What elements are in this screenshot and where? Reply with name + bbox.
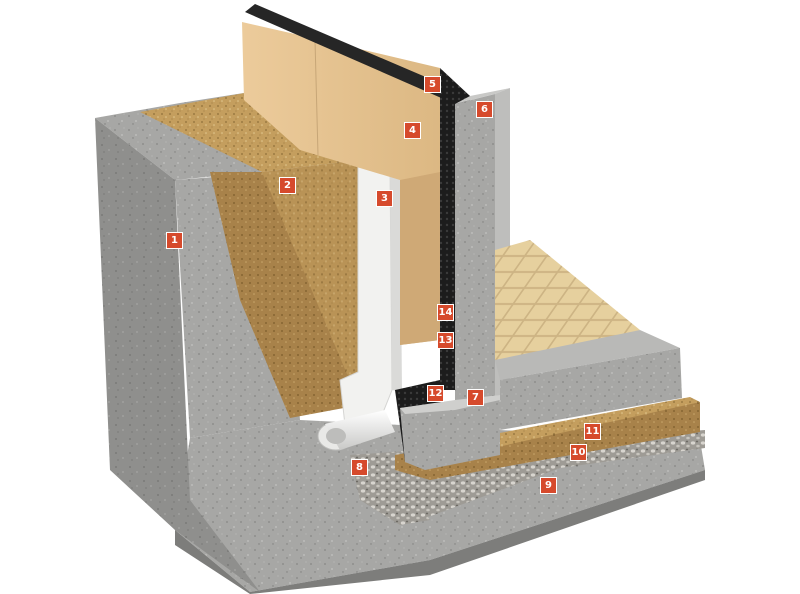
drainage-membrane-edge xyxy=(390,166,402,392)
marker-12: 12 xyxy=(427,385,444,402)
waterproof-membrane-top xyxy=(245,4,470,104)
marker-6: 6 xyxy=(476,101,493,118)
floor-slab-front xyxy=(500,348,682,430)
sand-backfill-top xyxy=(140,92,360,172)
sand-backfill-side xyxy=(262,160,360,405)
drain-pipe-opening xyxy=(326,428,346,444)
concrete-wall-front xyxy=(455,94,495,410)
insulation-board xyxy=(242,22,440,345)
marker-3: 3 xyxy=(376,190,393,207)
marker-9: 9 xyxy=(540,477,557,494)
floor-slab-top xyxy=(495,330,680,380)
marker-14: 14 xyxy=(437,304,454,321)
marker-13: 13 xyxy=(437,332,454,349)
marker-10: 10 xyxy=(570,444,587,461)
marker-5: 5 xyxy=(424,76,441,93)
insulation-board-side xyxy=(400,172,440,345)
concrete-wall-top xyxy=(455,88,510,104)
marker-2: 2 xyxy=(279,177,296,194)
marker-8: 8 xyxy=(351,459,368,476)
gravel-front xyxy=(360,480,430,525)
marker-7: 7 xyxy=(467,389,484,406)
ground-slab-front xyxy=(175,470,705,594)
insulation-seam xyxy=(314,39,319,156)
marker-11: 11 xyxy=(584,423,601,440)
marker-4: 4 xyxy=(404,122,421,139)
left-block-front xyxy=(95,118,260,592)
marker-1: 1 xyxy=(166,232,183,249)
footing-front xyxy=(400,395,500,470)
